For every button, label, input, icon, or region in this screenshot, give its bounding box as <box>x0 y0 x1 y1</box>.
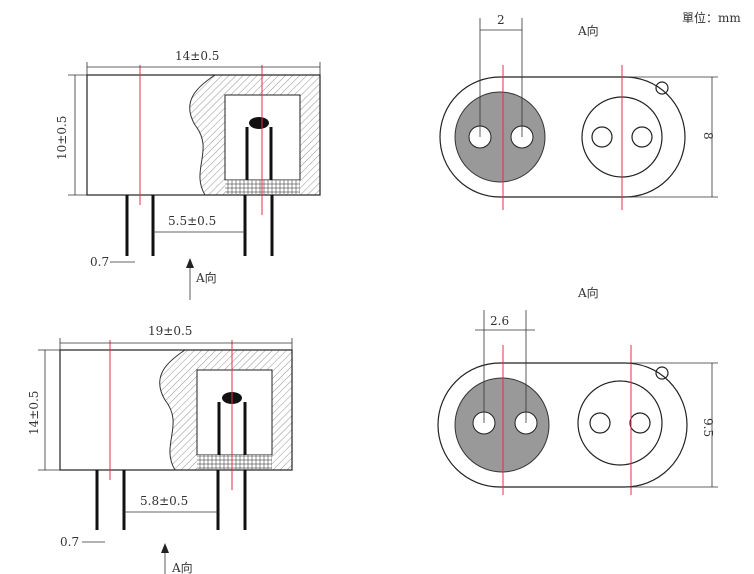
pin-spacing-label: 5.5±0.5 <box>168 214 216 228</box>
height-label: 14±0.5 <box>27 391 41 435</box>
height-label: 9.5 <box>701 418 715 437</box>
hole-spacing-label: 2.6 <box>490 314 509 328</box>
width-label: 14±0.5 <box>175 49 219 63</box>
end-view-top: 2 A向 8 <box>439 13 718 210</box>
view-arrow-label: A向 <box>171 560 193 574</box>
side-view-bottom: 19±0.5 14±0.5 5.8±0.5 0.7 A向 <box>27 324 293 574</box>
end-view-bottom: 2.6 A向 9.5 <box>437 285 718 495</box>
pin-width-label: 0.7 <box>60 535 79 549</box>
pin-width-label: 0.7 <box>90 255 109 269</box>
unit-label: 單位：mm <box>682 10 741 25</box>
view-title: A向 <box>577 285 599 300</box>
side-view-top: 14±0.5 10±0.5 5.5±0.5 0.7 A向 <box>55 49 321 300</box>
height-label: 8 <box>701 132 715 140</box>
pin-spacing-label: 5.8±0.5 <box>140 494 188 508</box>
view-title: A向 <box>577 23 599 38</box>
width-label: 19±0.5 <box>148 324 192 338</box>
height-label: 10±0.5 <box>55 116 69 160</box>
view-arrow-label: A向 <box>195 270 217 285</box>
hole-spacing-label: 2 <box>497 13 505 27</box>
